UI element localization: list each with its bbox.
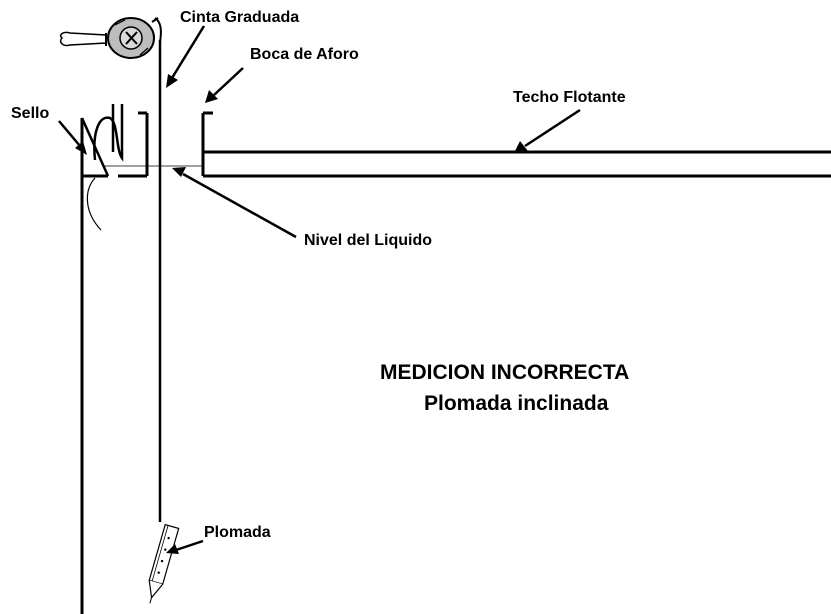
- label-boca-de-aforo: Boca de Aforo: [250, 46, 359, 63]
- caption-subtitle: Plomada inclinada: [424, 392, 609, 415]
- techo-flotante-arrow: [514, 108, 581, 153]
- label-cinta-graduada: Cinta Graduada: [180, 9, 300, 26]
- plumb-bob-icon: [148, 523, 180, 604]
- label-nivel-del-liquido: Nivel del Liquido: [304, 232, 433, 249]
- graduated-tape: [154, 17, 162, 522]
- nivel-del-liquido-arrow: [172, 167, 297, 239]
- label-techo-flotante: Techo Flotante: [513, 89, 626, 106]
- gauge-hatch-left: [138, 111, 149, 176]
- label-plomada: Plomada: [204, 524, 271, 541]
- boca-de-aforo-arrow: [205, 67, 244, 103]
- cinta-graduada-arrow: [166, 25, 206, 88]
- tape-reel-icon: [59, 17, 159, 59]
- sello-arrow: [58, 120, 87, 155]
- label-sello: Sello: [11, 105, 50, 122]
- caption-title: MEDICION INCORRECTA: [380, 361, 630, 384]
- plomada-arrow: [166, 539, 204, 554]
- seal: [80, 104, 147, 231]
- floating-roof: [201, 111, 831, 178]
